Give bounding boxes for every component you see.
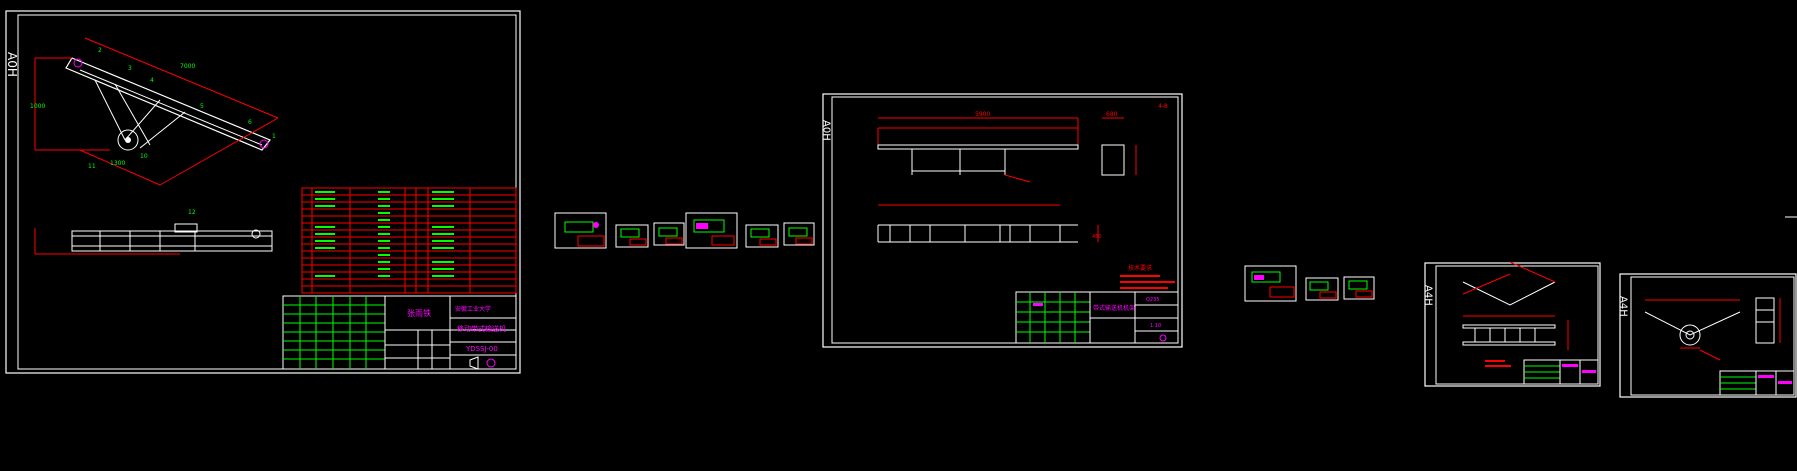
support-leg-1 bbox=[94, 79, 126, 141]
dimension-line-width bbox=[79, 149, 161, 186]
thumbnail-sheet[interactable] bbox=[615, 224, 649, 248]
thumbnail-sheet[interactable] bbox=[685, 212, 738, 249]
balloon-1: 2 bbox=[98, 47, 102, 54]
thumbnail-sheets-group-2[interactable] bbox=[1244, 265, 1375, 302]
elevation-frame bbox=[71, 230, 273, 252]
balloon-3: 4 bbox=[150, 77, 154, 84]
a4-right-size-label: A4H bbox=[1618, 296, 1629, 317]
thumbnail-sheet[interactable] bbox=[745, 224, 779, 248]
balloon-5: 6 bbox=[248, 119, 252, 126]
frame-title-block: 带式输送机机架 Q235 1:10 bbox=[1015, 291, 1179, 344]
a4-left-title-block bbox=[1523, 359, 1599, 385]
frame-title-scale: 1:10 bbox=[1150, 323, 1161, 329]
frame-technical-notes: 技术要求 bbox=[1120, 264, 1175, 289]
frame-sheet-corner-mark: 4-8 bbox=[1158, 103, 1168, 110]
frame-end-view: 680 bbox=[1101, 111, 1137, 176]
inclined-conveyor-view: 7000 1000 1300 2 3 4 5 6 1 11 10 bbox=[30, 37, 279, 186]
dim-height-text: 1000 bbox=[30, 103, 45, 110]
frame-dim-length: 5900 bbox=[975, 111, 990, 118]
a4-left-size-label: A4H bbox=[1423, 285, 1434, 306]
parts-list-border bbox=[301, 187, 517, 294]
support-leg-3 bbox=[114, 83, 151, 146]
side-elevation-view: 12 bbox=[34, 209, 273, 255]
parts-list-table bbox=[301, 187, 517, 294]
conveyor-frame bbox=[65, 57, 271, 151]
a4-sheet-right[interactable]: A4H bbox=[1618, 273, 1797, 398]
title-block-drawing-name: 移动带式输送机 bbox=[457, 324, 506, 333]
frame-drawing-sheet[interactable]: A0H 4-8 5900 680 bbox=[821, 93, 1183, 348]
thumbnail-sheet[interactable] bbox=[1343, 276, 1375, 300]
conveyor-belt-line bbox=[79, 69, 263, 146]
frame-dim-depth: 680 bbox=[1106, 111, 1118, 118]
head-pulley bbox=[73, 58, 83, 68]
thumbnail-sheet[interactable] bbox=[783, 222, 815, 246]
frame-sheet-inner-border bbox=[831, 96, 1179, 344]
thumbnail-sheet[interactable] bbox=[1305, 277, 1339, 301]
tail-pulley bbox=[259, 139, 269, 149]
balloon-10: 10 bbox=[140, 153, 148, 160]
a4-right-title-block bbox=[1719, 370, 1795, 396]
thumbnail-sheet[interactable] bbox=[653, 222, 685, 246]
wheel bbox=[117, 129, 139, 151]
title-block-drawing-no: YDSSJ-00 bbox=[465, 345, 498, 353]
frame-title-name: 带式输送机机架 bbox=[1093, 304, 1135, 312]
frame-notes-heading: 技术要求 bbox=[1128, 264, 1152, 272]
frame-title-material: Q235 bbox=[1146, 297, 1159, 303]
thumbnail-sheet[interactable] bbox=[1244, 265, 1297, 302]
title-block-unit: 安徽工业大学 bbox=[455, 305, 491, 313]
support-leg-4 bbox=[139, 111, 186, 149]
thumbnail-sheet[interactable] bbox=[554, 212, 607, 249]
dimension-line-length bbox=[84, 37, 279, 119]
frame-top-view: 5900 bbox=[877, 111, 1079, 183]
main-sheet-outer-border bbox=[5, 10, 521, 374]
projection-symbol bbox=[486, 358, 496, 368]
frame-elevation-view: 450 bbox=[877, 204, 1102, 243]
balloon-2: 3 bbox=[128, 65, 132, 72]
main-sheet-size-label: A0H bbox=[5, 52, 19, 77]
balloon-12: 12 bbox=[188, 209, 196, 216]
dim-length-text: 7000 bbox=[180, 63, 195, 70]
balloon-4: 5 bbox=[200, 103, 204, 110]
frame-sheet-outer-border bbox=[822, 93, 1183, 348]
a4-left-drawing bbox=[1462, 261, 1569, 367]
dim-width-text: 1300 bbox=[110, 160, 125, 167]
a4-right-drawing bbox=[1644, 297, 1781, 361]
frame-dim-height: 450 bbox=[1092, 234, 1102, 240]
main-assembly-sheet[interactable]: A0H 7000 1000 1300 2 3 4 bbox=[5, 10, 521, 374]
main-title-block: 张雨铁 安徽工业大学 移动带式输送机 YDSSJ-00 bbox=[282, 295, 517, 370]
title-block-designer: 张雨铁 bbox=[407, 308, 431, 318]
a4-sheet-left[interactable]: A4H bbox=[1423, 261, 1601, 387]
balloon-6: 1 bbox=[272, 133, 276, 140]
thumbnail-sheets-group-1[interactable] bbox=[554, 212, 815, 249]
balloon-11: 11 bbox=[88, 163, 96, 170]
support-leg-2 bbox=[124, 99, 161, 141]
frame-sheet-size-label: A0H bbox=[821, 120, 832, 141]
wheel-hub bbox=[125, 137, 131, 143]
